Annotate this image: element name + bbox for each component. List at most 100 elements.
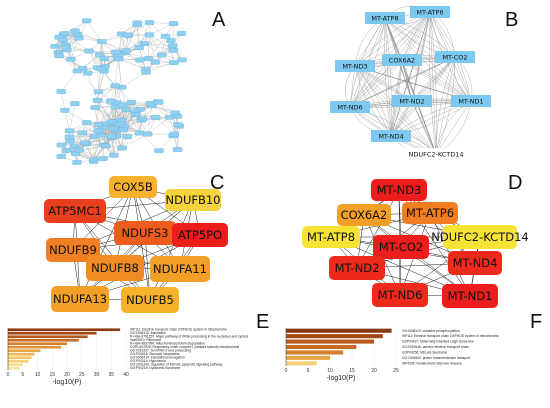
panel-e-tick-label: 0 [7,372,10,378]
panel-a-node [56,142,67,148]
panel-a-node [106,133,116,139]
panel-f-term-label: GO:0006119: oxidative phosphorylation [402,329,460,333]
panel-a-node [107,119,117,125]
panel-a-edge [94,107,99,125]
panel-c-node-box [114,221,176,245]
panel-b-edge [429,11,437,155]
panel-a-node [126,100,137,105]
panel-f-term-label: GO:0019646: aerobic electron transport c… [402,345,469,349]
panel-b-node-label: COX6A2 [389,57,415,65]
panel-c-node: NDUFB8 [86,255,144,281]
panel-a-node [54,53,64,59]
panel-a-edge [121,133,148,149]
panel-e-term-label: GO:P00314: Hypoxemia [130,359,166,363]
panel-b-edge [411,11,431,102]
panel-e-bar [8,352,35,356]
panel-a-node [64,134,75,140]
panel-a-edge [70,130,99,142]
panel-a-node [172,147,183,152]
panel-a-edge [147,117,170,135]
panel-c-node-box [165,189,221,211]
panel-e-bar [8,366,20,370]
panel-e-term-label: GO:0006412: translation [130,331,166,335]
panel-c-node: NDUFA11 [150,256,210,282]
panel-c-node: ATP5MC1 [44,199,106,223]
panel-a-node [121,107,131,112]
panel-a-edge [87,54,100,74]
panel-c-letter: C [210,172,224,194]
panel-a-edge [114,58,119,86]
panel-a-node [64,128,75,134]
panel-b-node-label: MT-CO2 [442,54,467,62]
panel-a-edge [139,132,160,151]
panel-a-edge [149,34,156,63]
panel-d-node-box [372,283,428,307]
panel-a-node [164,114,175,120]
panel-f-bar [286,355,330,360]
panel-d-node-label: MT-ATP6 [406,206,454,220]
panel-a-node [83,70,93,76]
panel-b-node: COX6A2 [382,54,422,66]
panel-a-node [144,20,155,25]
panel-b-node: MT-ND4 [371,130,411,142]
panel-a-edge [61,70,78,92]
panel-a-node [93,122,103,128]
panel-b-node-box [371,130,411,142]
panel-b-edge [384,17,392,137]
panel-d-node-box [302,226,360,248]
panel-f-tick-label: 20 [371,368,377,374]
panel-a-node [168,21,179,26]
panel-a-edge [144,43,173,46]
panel-a-node [111,49,121,55]
panel-d-node-box [329,256,385,280]
panel-a-edge [127,114,136,137]
panel-d-node-label: MT-ND4 [453,256,498,270]
panel-c-node-box [109,176,157,198]
panel-a-node [132,20,142,26]
panel-e-bar [8,356,32,360]
panel-a-node [139,41,150,46]
panel-e-term-label: GO:P00219: Dyskinetic Syndrome [130,366,180,370]
panel-e-term-label: CORUM:2926: Respiratory chain complex I … [130,345,239,349]
panel-b-edge [384,17,472,102]
panel-d-edge [356,189,400,269]
panel-a-node [141,69,151,75]
panel-e-term-label: hsa03010: Ribosome [130,338,161,342]
panel-d-node-box [373,235,429,259]
panel-c-node: NDUFB10 [165,189,221,211]
panel-e-bar [8,342,67,346]
panel-a-node [56,154,66,159]
panel-a-node [89,157,99,163]
panel-a-edge [146,62,174,73]
panel-d-node-box [442,284,498,308]
panel-b-node: MT-ND2 [392,95,432,107]
panel-a-edge [110,85,116,102]
panel-c-node-box [44,199,106,223]
panel-b-node: MT-ND6 [330,101,370,113]
panel-c-node-box [172,223,228,247]
panel-a-node [110,83,120,89]
panel-f-tick-label: 10 [327,368,333,374]
panel-e-term-label: R-HSA-9837999: Mitochondrial protein deg… [130,341,205,345]
panel-f-bar [286,350,344,355]
panel-a-network [50,18,187,165]
panel-a-node [166,38,176,43]
panel-f-term-label: GDP04437: Maternally Inherited Leigh Syn… [402,340,474,344]
panel-a-edge [115,43,145,53]
panel-c-node-box [51,286,109,312]
panel-a-node [50,44,60,49]
panel-c-node-label: NDUFB10 [165,193,220,207]
panel-c-node: NDUFS3 [114,221,176,245]
panel-a-edge [121,132,140,149]
panel-c-node: NDUFB5 [121,287,179,313]
panel-b-node: MT-CO2 [435,51,475,63]
panel-c-node: NDUFB9 [46,238,100,262]
panel-e-xlabel: -log10(P) [53,379,82,386]
panel-e-tick-label: 25 [79,372,85,378]
panel-a-edge [86,20,102,42]
panel-a-node [170,110,180,116]
panel-d-node-label: MT-ATP8 [307,230,355,244]
